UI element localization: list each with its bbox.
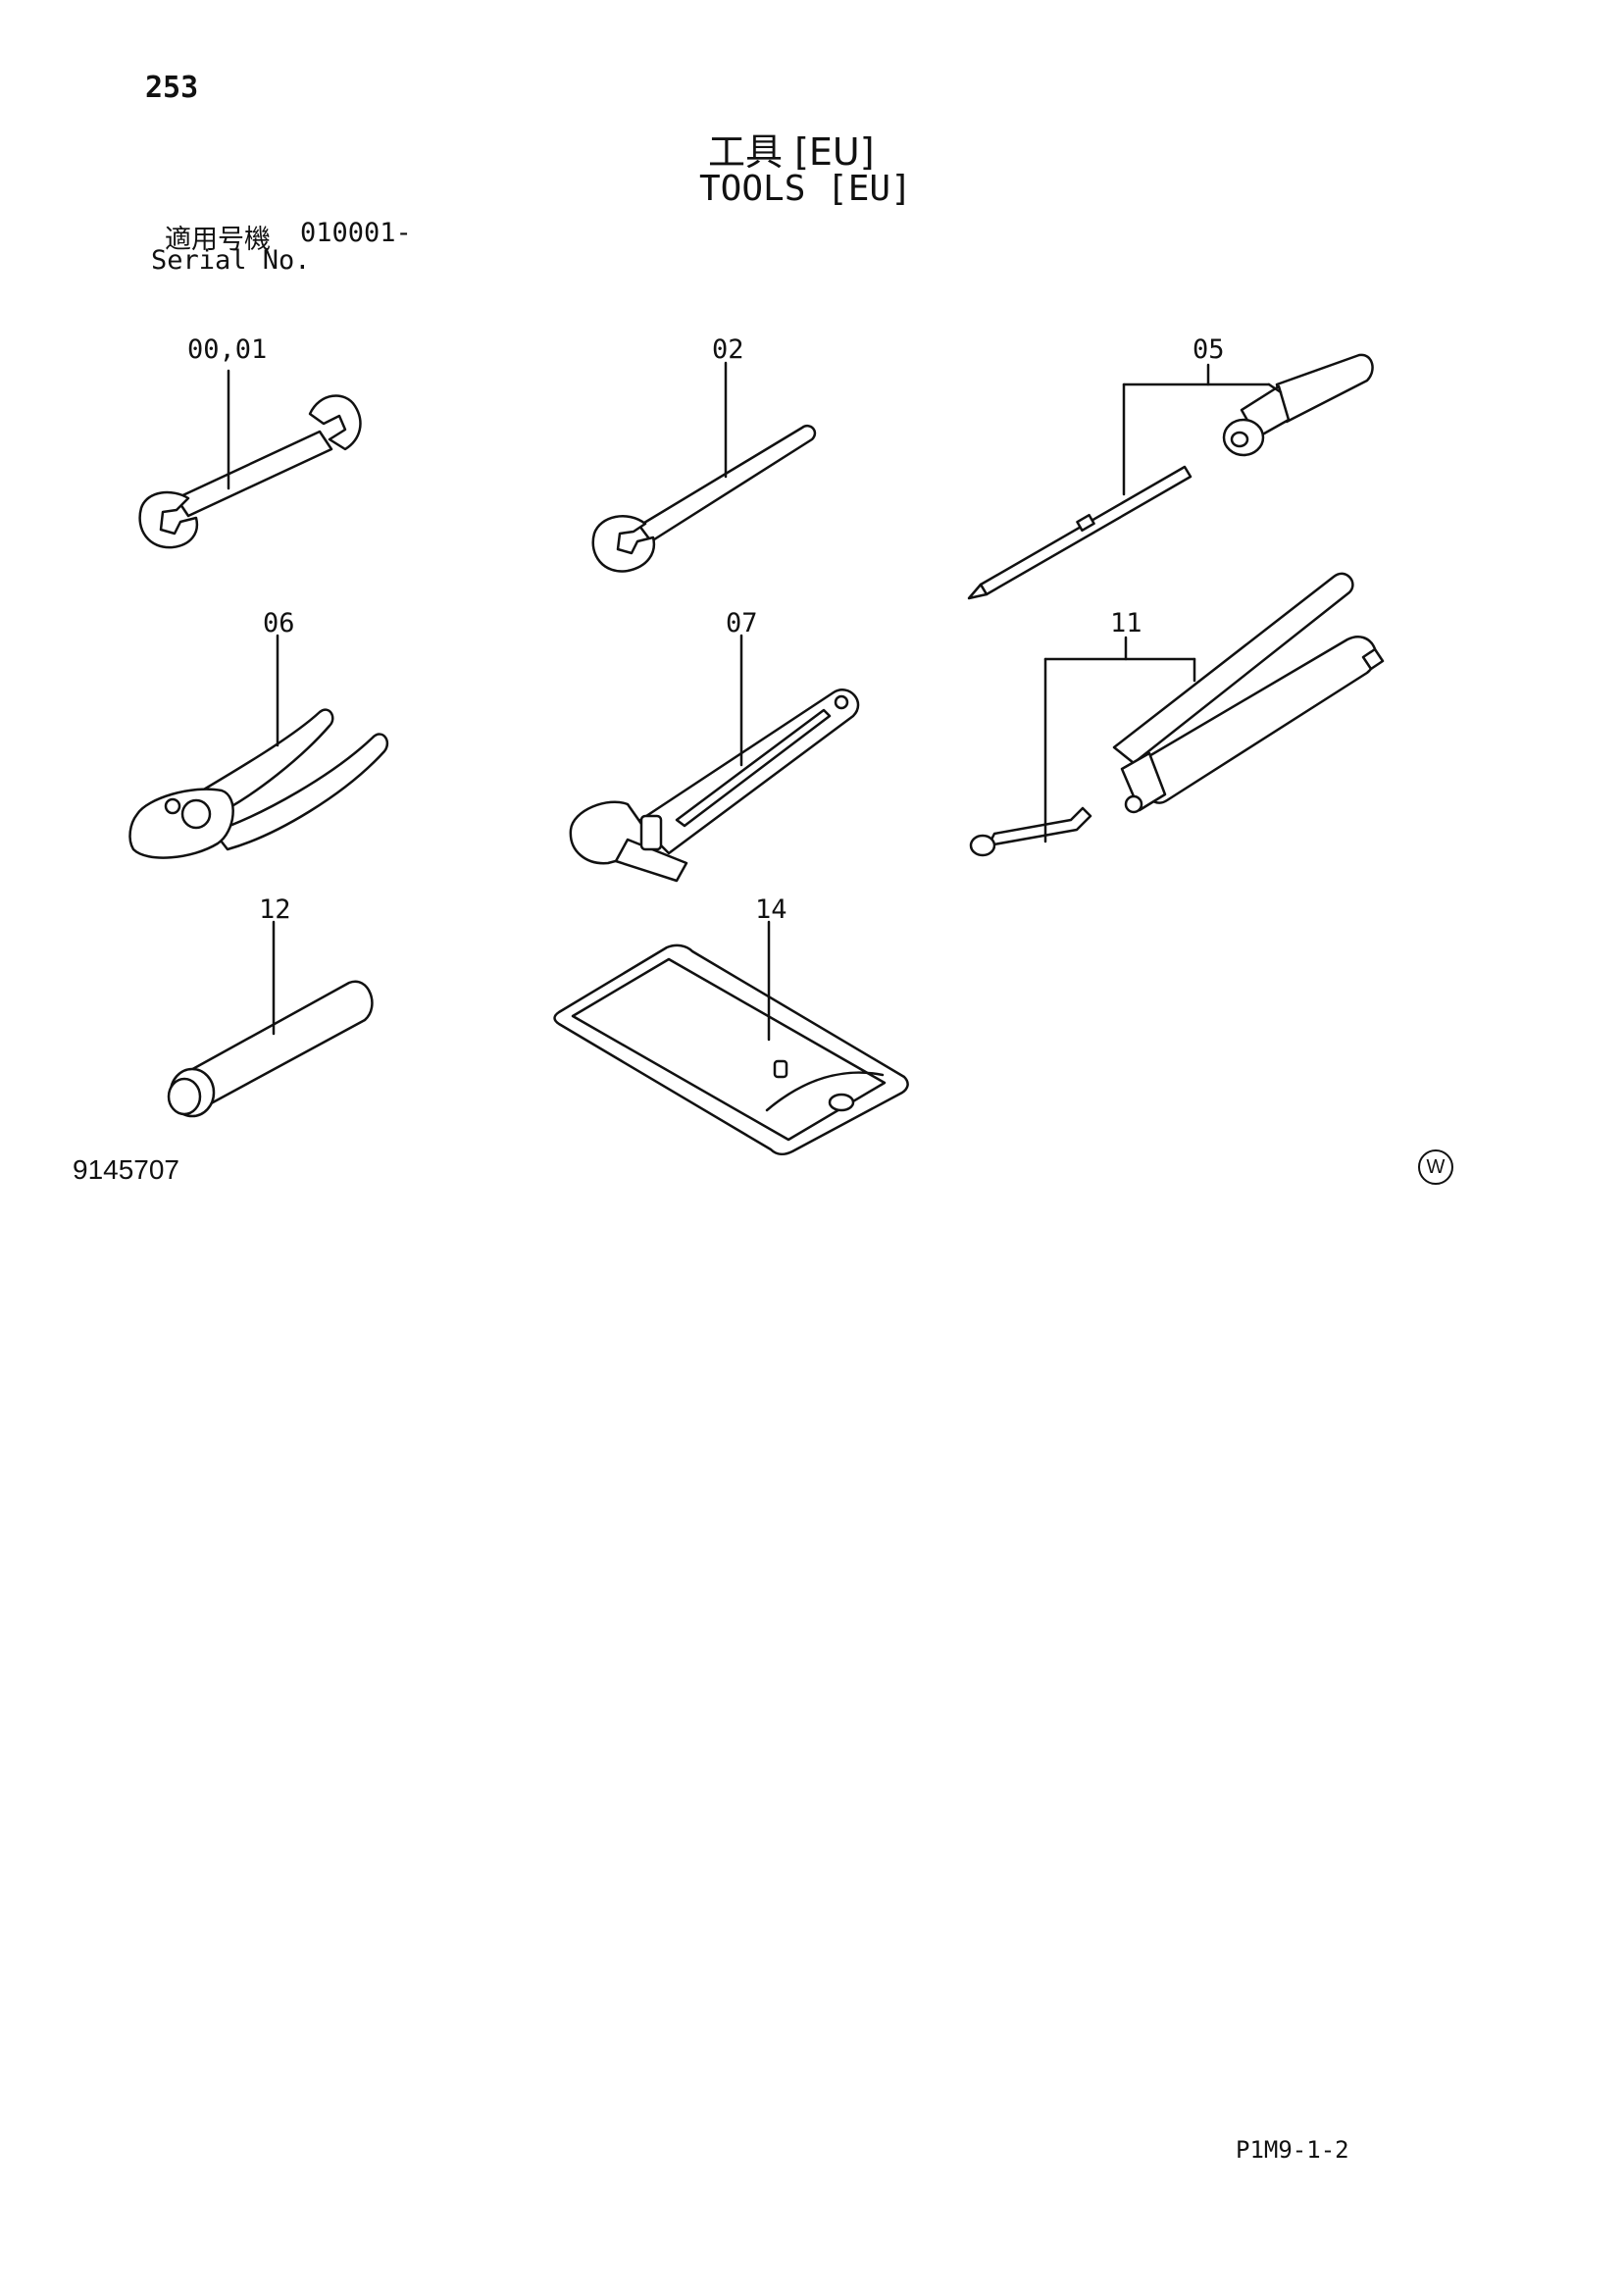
page-code: P1M9-1-2 xyxy=(1236,2136,1349,2164)
callout-06: 06 xyxy=(263,608,295,638)
wrench-02-drawing: 02 xyxy=(591,334,817,573)
callout-07: 07 xyxy=(726,608,758,638)
pliers-06-drawing: 06 xyxy=(128,608,389,859)
screwdriver-05-drawing: 05 xyxy=(967,334,1374,600)
w-mark-icon: W xyxy=(1418,1149,1453,1185)
serial-label-english: Serial No. xyxy=(151,245,311,276)
page-title-japanese: 工具 [EU] xyxy=(708,130,875,174)
callout-12: 12 xyxy=(259,894,291,925)
grease-cartridge-12-drawing: 12 xyxy=(167,894,374,1118)
callout-02: 02 xyxy=(712,334,744,365)
tool-bag-14-drawing: 14 xyxy=(553,894,909,1155)
callout-00-01: 00,01 xyxy=(187,334,267,365)
grease-gun-11-drawing: 11 xyxy=(969,572,1385,857)
figure-number: 9145707 xyxy=(73,1154,180,1185)
page-number: 253 xyxy=(145,71,199,105)
callout-14: 14 xyxy=(755,894,787,925)
serial-label-japanese: 適用号機 xyxy=(165,225,271,255)
adjustable-wrench-07-drawing: 07 xyxy=(569,608,860,883)
serial-range: 010001- xyxy=(300,218,412,248)
callout-05: 05 xyxy=(1193,334,1225,365)
wrench-00-01-drawing: 00,01 xyxy=(138,334,362,549)
callout-11: 11 xyxy=(1110,608,1142,638)
page-title-english: TOOLS [EU] xyxy=(699,169,912,209)
